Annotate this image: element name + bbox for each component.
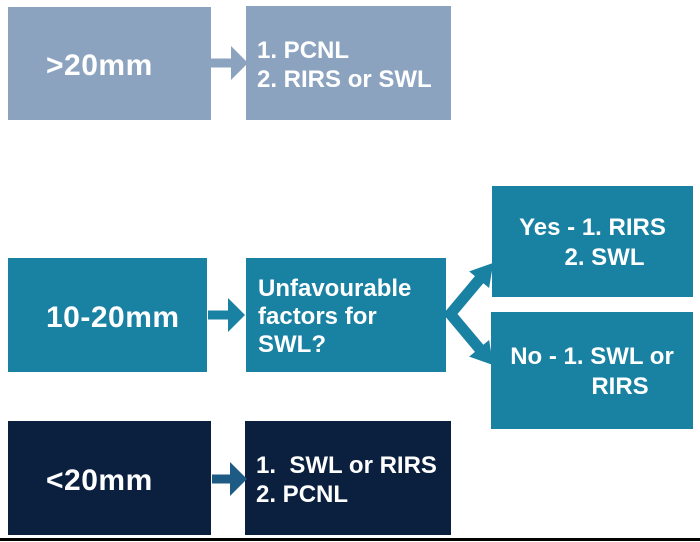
swl-question-box: Unfavourable factors for SWL? xyxy=(246,258,446,372)
treatment-large-box: 1. PCNL 2. RIRS or SWL xyxy=(246,6,451,120)
stone-size-small-label: <20mm xyxy=(46,463,153,497)
treatment-large-line-1: 1. PCNL xyxy=(257,37,350,64)
treatment-small-box: 1. SWL or RIRS 2. PCNL xyxy=(245,421,451,535)
bottom-border-rule xyxy=(0,538,700,541)
swl-question-line-3: SWL? xyxy=(258,331,326,358)
stone-size-medium-box: 10-20mm xyxy=(8,258,207,372)
no-branch-line-2: RIRS xyxy=(591,372,649,400)
no-branch-line-1: No - 1. SWL or xyxy=(510,342,674,370)
stone-size-large-label: >20mm xyxy=(46,49,153,82)
medium-right-arrow-icon xyxy=(208,298,245,332)
no-branch-box: No - 1. SWL or RIRS xyxy=(491,312,693,429)
swl-question-line-1: Unfavourable xyxy=(258,275,412,302)
yes-branch-line-2: 2. SWL xyxy=(564,243,645,271)
stone-size-medium-label: 10-20mm xyxy=(46,300,180,334)
yes-branch-line-1: Yes - 1. RIRS xyxy=(519,213,666,241)
large-right-arrow-icon xyxy=(211,46,248,80)
treatment-large-line-2: 2. RIRS or SWL xyxy=(257,66,432,93)
swl-question-line-2: factors for xyxy=(258,303,377,330)
yes-branch-box: Yes - 1. RIRS 2. SWL xyxy=(492,186,693,297)
treatment-small-line-1: 1. SWL or RIRS xyxy=(256,452,437,479)
stone-size-small-box: <20mm xyxy=(8,421,211,535)
stone-size-large-box: >20mm xyxy=(8,7,211,120)
small-right-arrow-icon xyxy=(212,462,247,496)
treatment-small-line-2: 2. PCNL xyxy=(256,481,349,508)
